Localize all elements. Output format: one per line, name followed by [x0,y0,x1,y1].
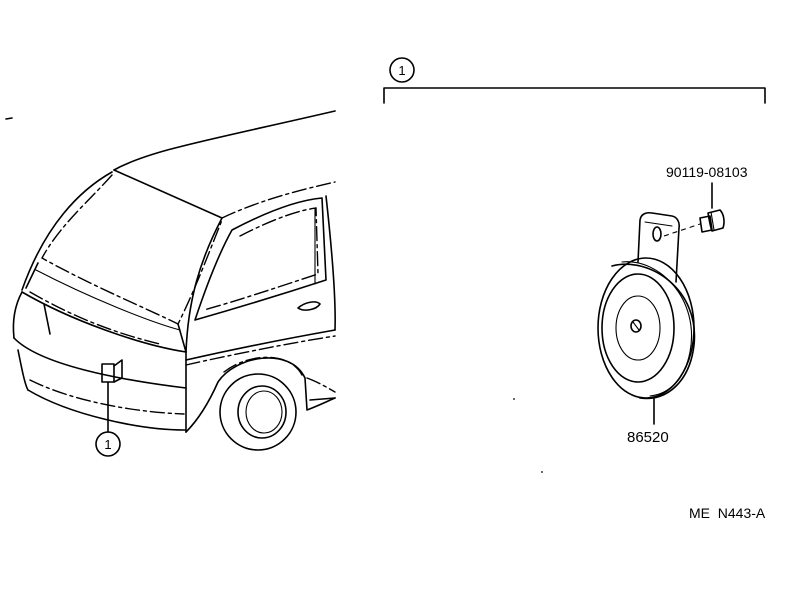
horn-marker-side [113,359,123,383]
rocker-dash [306,377,336,393]
stray-dot [541,471,543,473]
bolt-head-flat [710,211,715,231]
bracket-hole [652,226,662,242]
bracket-edge [644,221,673,227]
nut-detail [632,321,640,331]
assembly-bracket: 1 [383,57,766,104]
horn-face [601,273,675,383]
roof-rail [221,181,336,219]
side-window-inner [203,207,319,311]
tailgate-line-1 [43,303,51,335]
callout-vehicle: 1 [95,431,121,457]
stray-dot [513,398,515,400]
horn-outer-rim [597,257,695,399]
bracket-line [383,87,766,104]
c-pillar [185,217,223,353]
side-window [194,197,327,321]
horn-center-nut [630,319,642,333]
stray-mark [5,117,13,120]
door-handle [297,301,321,311]
horn-part-number: 86520 [627,429,669,446]
bolt-install-line [663,223,701,237]
bolt-head [707,209,725,232]
rear-window [41,174,223,325]
rear-wheel [237,385,287,439]
wheel-arch [185,357,336,433]
door-rear-edge [325,195,336,331]
bumper-left-edge [12,291,23,339]
tailgate-bottom [21,291,187,353]
side-belt-dash [185,335,336,366]
rear-pillar-left [21,171,113,291]
rear-tire [219,373,297,451]
bumper-bottom [27,389,186,431]
tailgate-dash [29,291,161,345]
bolt-part-number: 90119-08103 [666,164,748,180]
bumper-left-lower [17,349,29,391]
rocker [309,397,336,401]
horn-mount-bracket [637,211,680,283]
bumper-dash [29,379,185,415]
bumper-top [13,337,187,389]
wheel-arch-dash [223,356,303,376]
bolt-illustration [663,182,725,237]
wheel-hub [245,390,283,434]
horn-illustration [597,211,696,425]
diagram-code: ME N443-A [689,505,766,521]
callout-number-vehicle: 1 [104,437,111,452]
horn-location-marker [101,363,115,383]
roof-rear-edge [113,169,223,219]
callout-circle-vehicle [95,431,121,457]
tailgate-crease [35,269,181,331]
roof-line [113,110,336,171]
horn-back-rim [611,263,696,400]
side-belt-line [185,329,336,361]
horn-face-inner [615,295,661,361]
corner-upper [177,323,187,353]
tailgate-corner [25,262,39,289]
vehicle-illustration [5,110,336,451]
callout-number-assembly: 1 [398,63,405,78]
callout-circle-assembly [389,57,415,83]
horn-back-rim-2 [621,261,692,397]
